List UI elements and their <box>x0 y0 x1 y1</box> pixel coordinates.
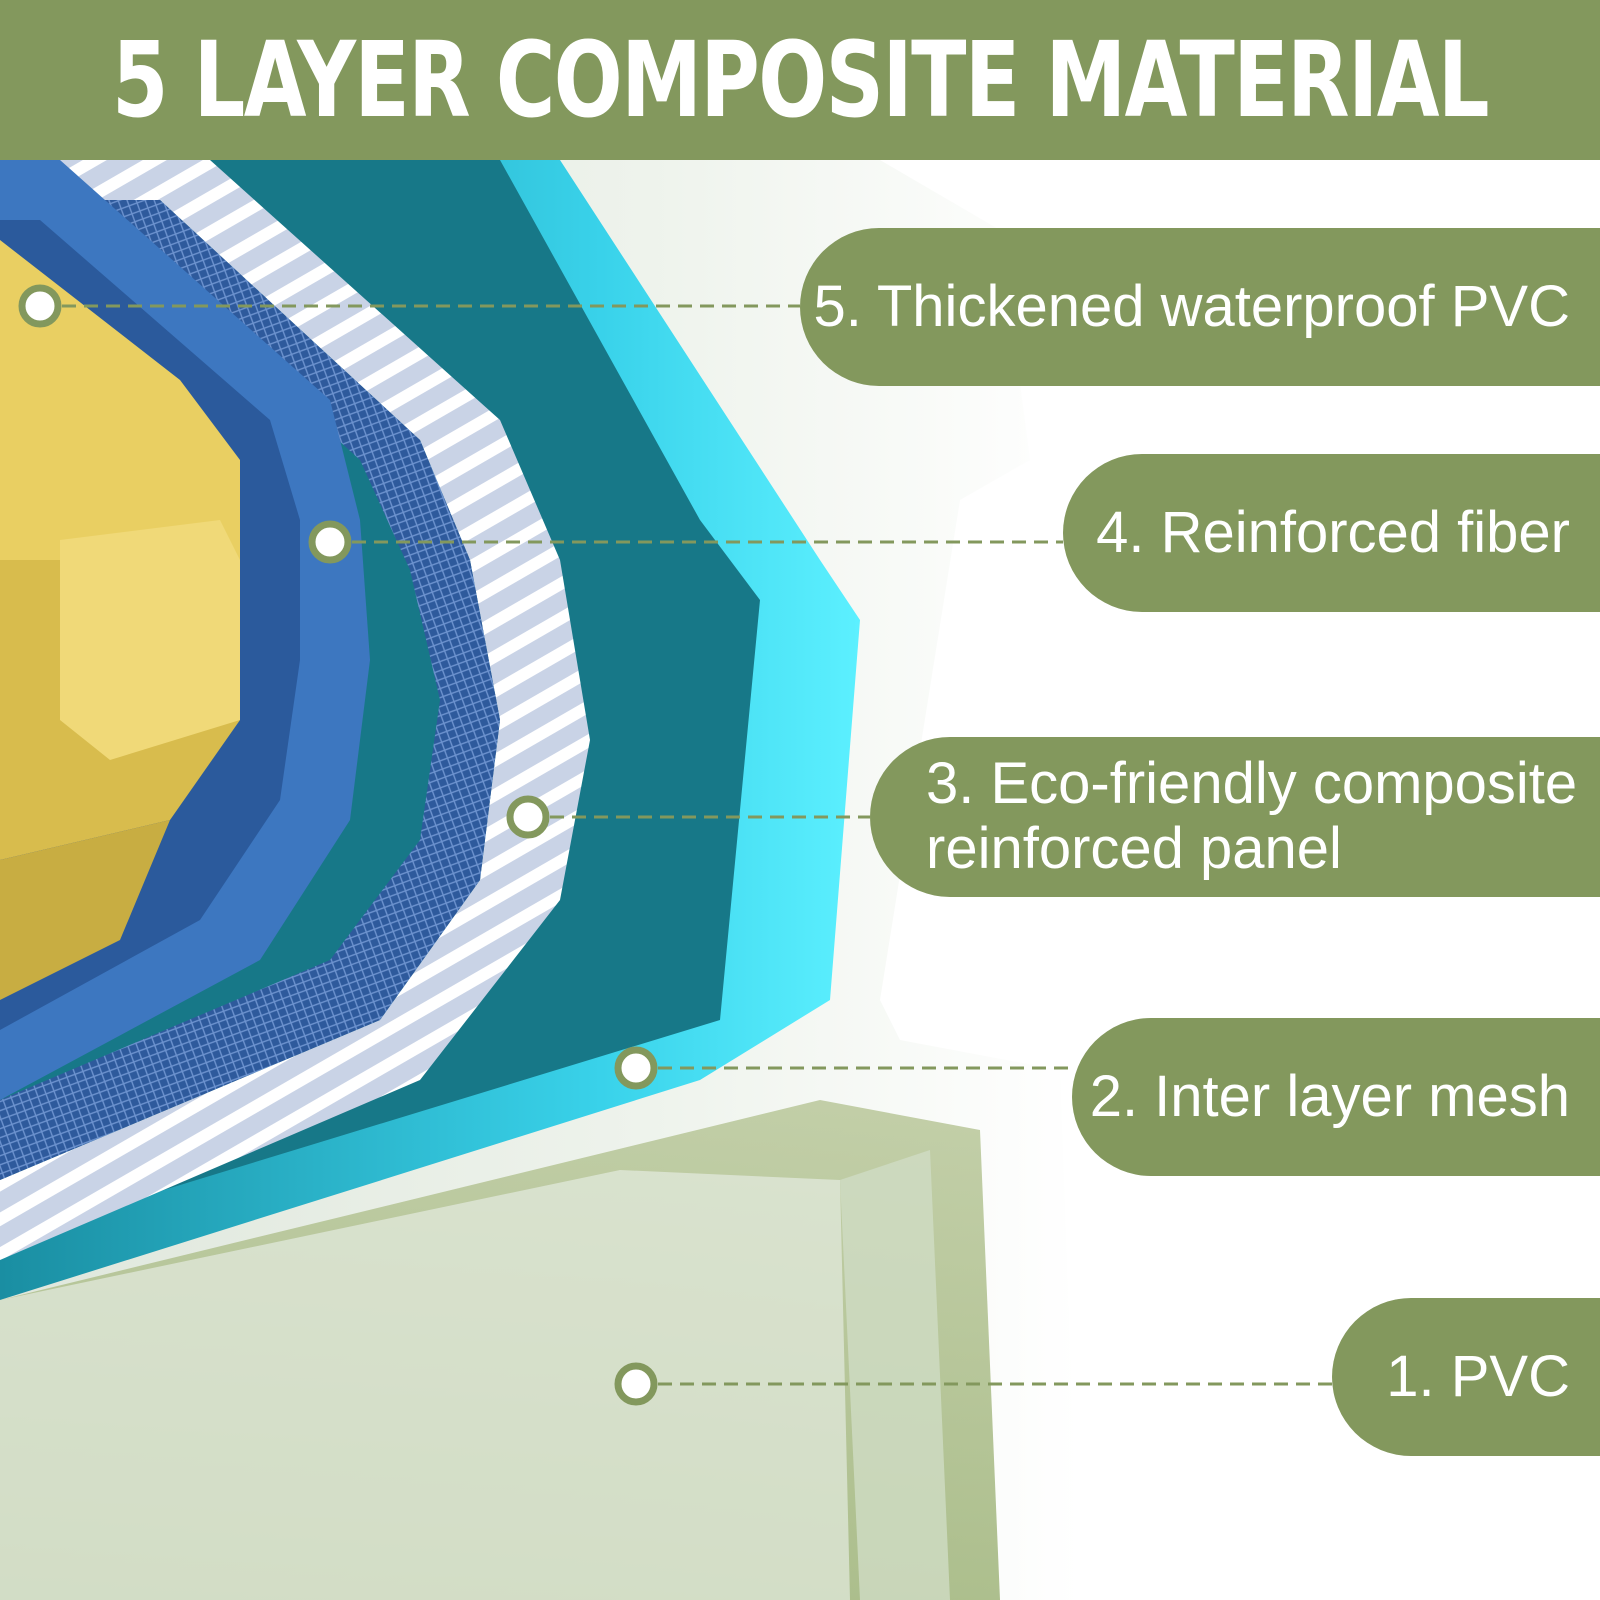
layer-2-label: 2. Inter layer mesh <box>1089 1063 1570 1129</box>
header-banner: 5 LAYER COMPOSITE MATERIAL <box>0 0 1600 160</box>
layer-cross-section-illustration <box>0 160 1332 1600</box>
layer-5-callout: 5. Thickened waterproof PVC <box>800 228 1600 386</box>
layer-5-label: 5. Thickened waterproof PVC <box>813 273 1570 339</box>
layer-1-callout: 1. PVC <box>1332 1298 1600 1456</box>
layer-1-label: 1. PVC <box>1386 1343 1570 1409</box>
layer-3-label-line-1: 3. Eco-friendly composite <box>926 751 1578 817</box>
layer-2-callout: 2. Inter layer mesh <box>1072 1018 1600 1176</box>
page-title: 5 LAYER COMPOSITE MATERIAL <box>112 19 1490 141</box>
layer-3-label-line-2: reinforced panel <box>926 816 1342 881</box>
layer-4-callout: 4. Reinforced fiber <box>1063 454 1600 612</box>
layer-4-label: 4. Reinforced fiber <box>1096 499 1570 565</box>
layer-3-callout: 3. Eco-friendly composite reinforced pan… <box>870 737 1600 897</box>
